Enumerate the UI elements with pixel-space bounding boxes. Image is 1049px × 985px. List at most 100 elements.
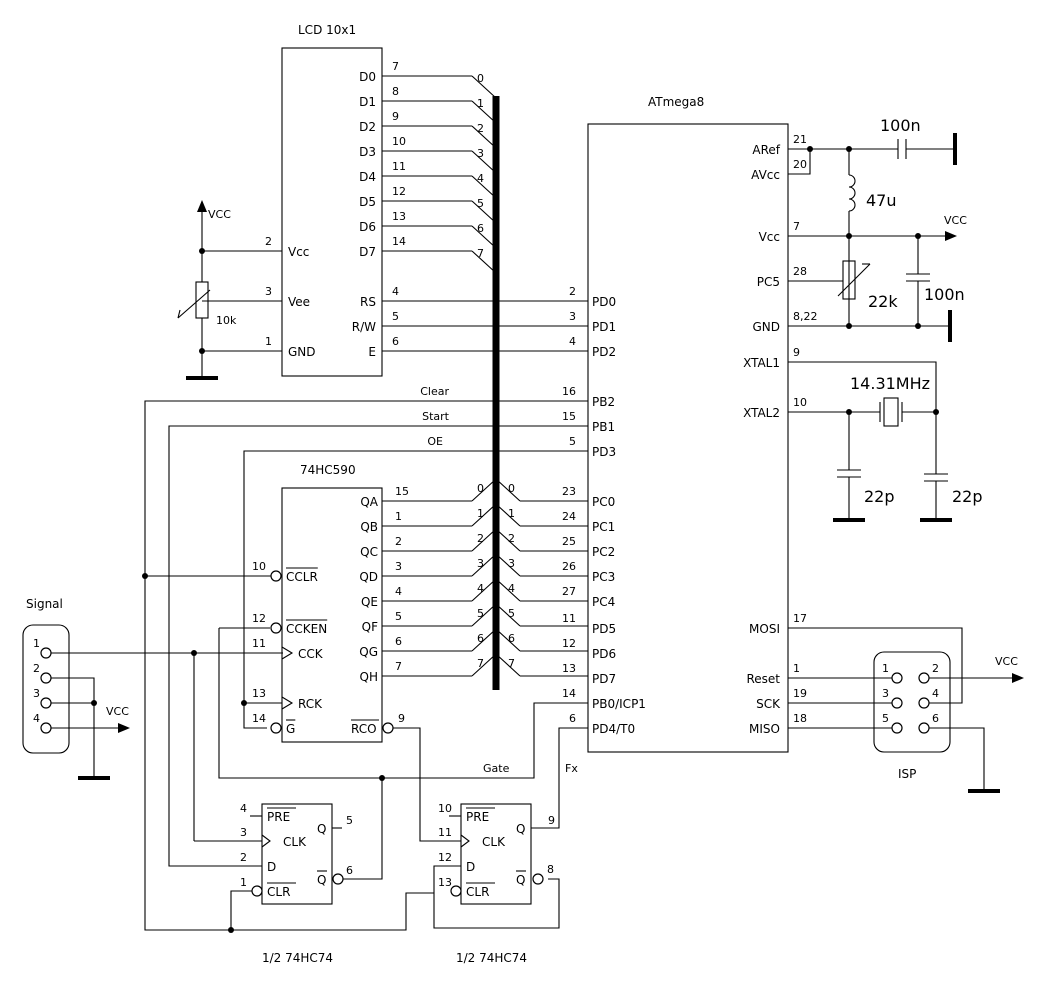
ff-pin-label: CLR	[466, 885, 489, 899]
bus-bit-label: 0	[477, 72, 484, 85]
atmega-pin-num: 7	[793, 220, 800, 233]
ff-pin-num: 6	[346, 864, 353, 877]
bus-bit-label: 2	[477, 122, 484, 135]
bus-entry	[471, 553, 497, 577]
bus-bit-label: 7	[477, 657, 484, 670]
ff1-body	[261, 803, 333, 905]
lcd-title: LCD 10x1	[298, 23, 356, 37]
connector-pin	[40, 647, 52, 659]
bus-bit-label: 3	[477, 557, 484, 570]
crystal-icon	[883, 397, 899, 427]
bus-bit-label: 2	[477, 532, 484, 545]
connector-pin-num: 2	[33, 662, 40, 675]
lcd-pin-num: 3	[265, 285, 272, 298]
ff-pin-num: 4	[240, 802, 247, 815]
counter-title: 74HC590	[300, 463, 356, 477]
atmega-pin-label: PD3	[592, 445, 616, 459]
rco-inversion-bubble	[382, 722, 394, 734]
atmega-pin-num: 16	[562, 385, 576, 398]
counter-pin-label: CCLR	[286, 570, 318, 584]
bus-bit-label: 4	[508, 582, 515, 595]
clock-triangle-icon	[281, 696, 294, 710]
ff-pin-num: 11	[438, 826, 452, 839]
atmega-pin-label: PC0	[592, 495, 615, 509]
bus-entry	[471, 603, 497, 627]
lcd-pin-num: 1	[265, 335, 272, 348]
counter-pin-label: QE	[361, 595, 378, 609]
counter-pin-label: G	[286, 722, 295, 736]
atmega-pin-num: 13	[562, 662, 576, 675]
atmega-pin-label: PD4/T0	[592, 722, 635, 736]
counter-pin-label: QF	[362, 620, 378, 634]
net-clear-label: Clear	[420, 385, 449, 398]
atmega-pin-label: PC1	[592, 520, 615, 534]
bus-entry	[471, 125, 497, 149]
vcc-label: VCC	[944, 214, 967, 227]
bus-entry	[471, 150, 497, 174]
bus-bit-label: 1	[508, 507, 515, 520]
lcd-pin-num: 2	[265, 235, 272, 248]
atmega-pin-label: Reset	[746, 672, 780, 686]
crystal-value: 14.31MHz	[850, 374, 930, 393]
qbar-inversion-bubble	[332, 873, 344, 885]
counter-pin-label: RCK	[298, 697, 323, 711]
atmega-pin-label: PD1	[592, 320, 616, 334]
ff-pin-label: Q	[516, 873, 525, 887]
atmega-pin-label: SCK	[756, 697, 781, 711]
lcd-module: LCD 10x1 D070D181D292D3103D4114D5125D613…	[202, 23, 588, 377]
pot-wiper-icon	[837, 263, 871, 297]
lcd-pin-label: D6	[359, 220, 376, 234]
atmega-pin-label: GND	[752, 320, 780, 334]
atmega8-body	[587, 123, 789, 753]
clock-triangle-icon	[261, 834, 271, 848]
bus-entry	[495, 478, 521, 502]
bus-entry	[495, 578, 521, 602]
ff-pin-label: D	[466, 860, 475, 874]
ff-pin-label: Q	[516, 822, 525, 836]
connector-pin-num: 1	[882, 662, 889, 675]
atmega-pin-num: 9	[793, 346, 800, 359]
control-nets: Clear Start OE	[142, 385, 588, 933]
bus-bit-label: 3	[508, 557, 515, 570]
counter-body	[281, 487, 383, 743]
connector-pin	[891, 672, 903, 684]
ff-pin-label: PRE	[267, 810, 290, 824]
bus-entry	[471, 478, 497, 502]
atmega-pin-label: ARef	[752, 143, 780, 157]
atmega-pin-num: 14	[562, 687, 576, 700]
lcd-body	[281, 47, 383, 377]
bus-entry	[471, 175, 497, 199]
lcd-pin-label: R/W	[352, 320, 376, 334]
counter-pin-num: 13	[252, 687, 266, 700]
counter-pin-num: 15	[395, 485, 409, 498]
inversion-bubble	[270, 570, 282, 582]
atmega-pin-label: PD5	[592, 622, 616, 636]
atmega-pin-num: 28	[793, 265, 807, 278]
cap-aref-value: 100n	[880, 116, 921, 135]
bus-bit-label: 5	[477, 197, 484, 210]
bus-entry	[495, 503, 521, 527]
lcd-pin-num: 4	[392, 285, 399, 298]
atmega-pin-label: PD2	[592, 345, 616, 359]
lcd-pin-label: D7	[359, 245, 376, 259]
ff-pin-label: D	[267, 860, 276, 874]
lcd-pin-label: D4	[359, 170, 376, 184]
flip-flop-2: 1/2 74HC74 10 PRE 11 CLK 12 D 13 CLR Q 9…	[433, 727, 588, 965]
atmega-pin-num: 1	[793, 662, 800, 675]
lcd-pin-label: Vcc	[288, 245, 309, 259]
atmega-pin-label: PC5	[757, 275, 780, 289]
crystal-oscillator: 14.31MHz 22p 22p	[788, 361, 983, 522]
lcd-pin-label: Vee	[288, 295, 310, 309]
signal-connector: Signal 1 2 3 4 VCC	[22, 597, 283, 841]
atmega-pin-num: 23	[562, 485, 576, 498]
inductor-value: 47u	[866, 191, 897, 210]
lcd-pin-label: RS	[360, 295, 376, 309]
ff1-caption: 1/2 74HC74	[262, 951, 333, 965]
bus-entry	[495, 528, 521, 552]
atmega-pin-label: PB1	[592, 420, 615, 434]
bus-bit-label: 4	[477, 172, 484, 185]
vcc-arrow-icon	[945, 231, 957, 241]
counter-pin-num: 2	[395, 535, 402, 548]
atmega-pin-num: 3	[569, 310, 576, 323]
